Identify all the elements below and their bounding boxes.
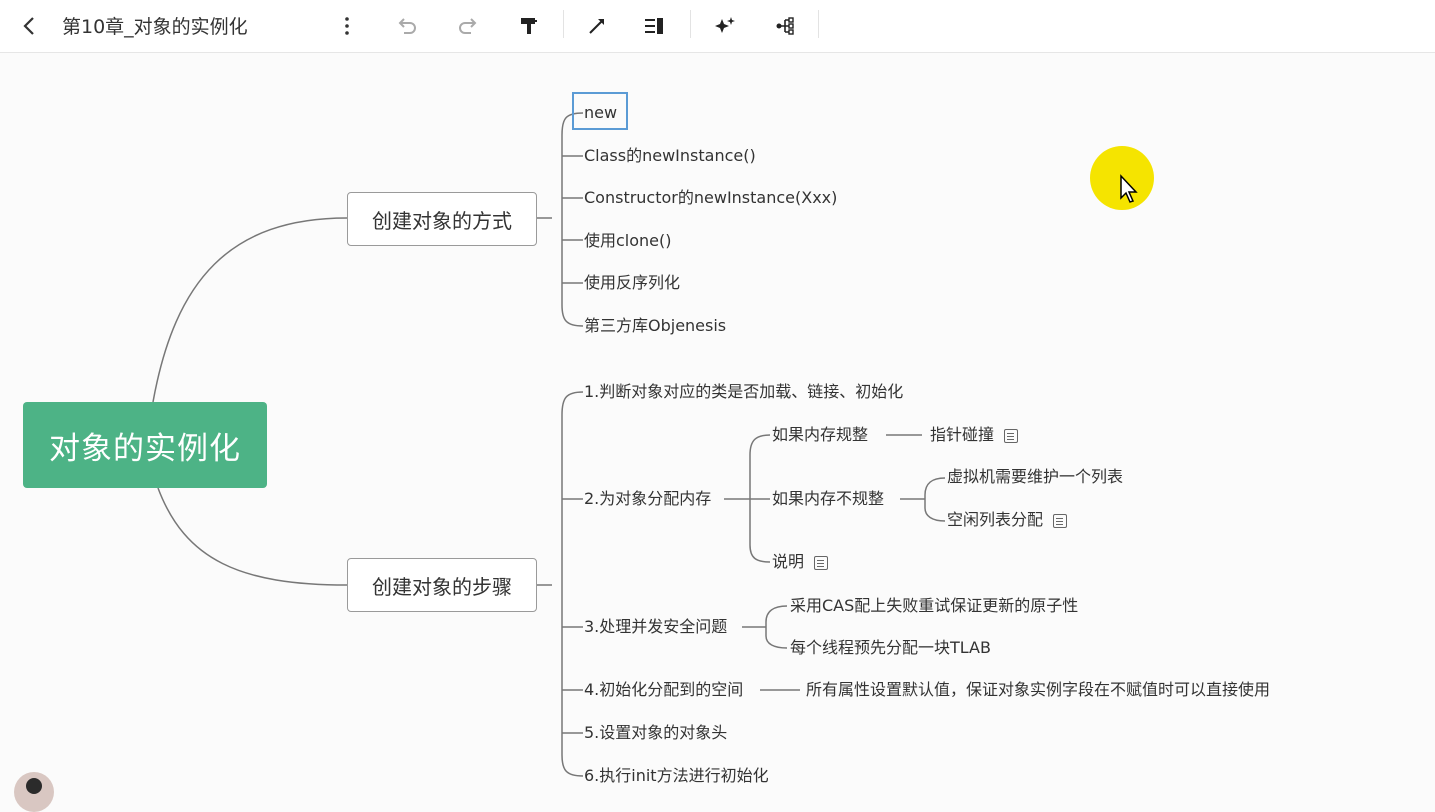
topic-step4[interactable]: 4.初始化分配到的空间 xyxy=(584,680,744,699)
redo-icon[interactable] xyxy=(450,8,486,44)
topic-pointer-bump[interactable]: 指针碰撞 xyxy=(930,425,1019,445)
topic-clone[interactable]: 使用clone() xyxy=(584,231,672,250)
topic-step6[interactable]: 6.执行init方法进行初始化 xyxy=(584,766,769,785)
topic-step3[interactable]: 3.处理并发安全问题 xyxy=(584,617,728,636)
topic-tlab[interactable]: 每个线程预先分配一块TLAB xyxy=(790,638,991,657)
structure-icon[interactable] xyxy=(767,8,803,44)
back-arrow-icon[interactable] xyxy=(12,8,48,44)
topic-class-newinstance[interactable]: Class的newInstance() xyxy=(584,146,756,165)
topic-pointer-bump-label: 指针碰撞 xyxy=(930,425,995,444)
connector-lines xyxy=(152,112,946,777)
document-title: 第10章_对象的实例化 xyxy=(62,16,248,38)
topic-vm-list[interactable]: 虚拟机需要维护一个列表 xyxy=(947,467,1124,486)
mouse-pointer-icon xyxy=(1120,174,1138,203)
branch-creation-methods[interactable]: 创建对象的方式 xyxy=(347,192,537,246)
topic-constructor-newinstance[interactable]: Constructor的newInstance(Xxx) xyxy=(584,188,838,207)
note-icon[interactable] xyxy=(814,555,829,570)
more-vertical-icon[interactable] xyxy=(329,8,365,44)
note-icon[interactable] xyxy=(1053,513,1068,528)
topic-free-list-label: 空闲列表分配 xyxy=(947,510,1044,529)
topic-explanation-label: 说明 xyxy=(772,552,805,571)
branch-creation-steps[interactable]: 创建对象的步骤 xyxy=(347,558,537,612)
magic-style-icon[interactable] xyxy=(707,8,743,44)
selection-box xyxy=(572,92,628,130)
topic-step1[interactable]: 1.判断对象对应的类是否加载、链接、初始化 xyxy=(584,382,904,401)
presenter-avatar xyxy=(14,772,54,812)
topic-objenesis[interactable]: 第三方库Objenesis xyxy=(584,316,727,335)
summary-icon[interactable] xyxy=(636,8,672,44)
topic-step5[interactable]: 5.设置对象的对象头 xyxy=(584,723,728,742)
topic-default-values[interactable]: 所有属性设置默认值，保证对象实例字段在不赋值时可以直接使用 xyxy=(806,680,1271,699)
toolbar: 第10章_对象的实例化 xyxy=(0,0,1435,53)
topic-memory-regular[interactable]: 如果内存规整 xyxy=(772,425,869,444)
toolbar-divider xyxy=(818,10,819,38)
connect-line-icon[interactable] xyxy=(579,8,615,44)
toolbar-divider xyxy=(563,10,564,38)
undo-icon[interactable] xyxy=(389,8,425,44)
topic-free-list[interactable]: 空闲列表分配 xyxy=(947,510,1068,530)
topic-explanation[interactable]: 说明 xyxy=(772,552,829,572)
topic-memory-irregular[interactable]: 如果内存不规整 xyxy=(772,489,885,508)
root-topic[interactable]: 对象的实例化 xyxy=(23,402,267,488)
toolbar-divider xyxy=(690,10,691,38)
note-icon[interactable] xyxy=(1004,428,1019,443)
topic-deserialize[interactable]: 使用反序列化 xyxy=(584,273,681,292)
topic-cas[interactable]: 采用CAS配上失败重试保证更新的原子性 xyxy=(790,596,1079,615)
topic-new[interactable]: new xyxy=(584,103,618,122)
topic-step2[interactable]: 2.为对象分配内存 xyxy=(584,489,712,508)
format-painter-icon[interactable] xyxy=(511,8,547,44)
